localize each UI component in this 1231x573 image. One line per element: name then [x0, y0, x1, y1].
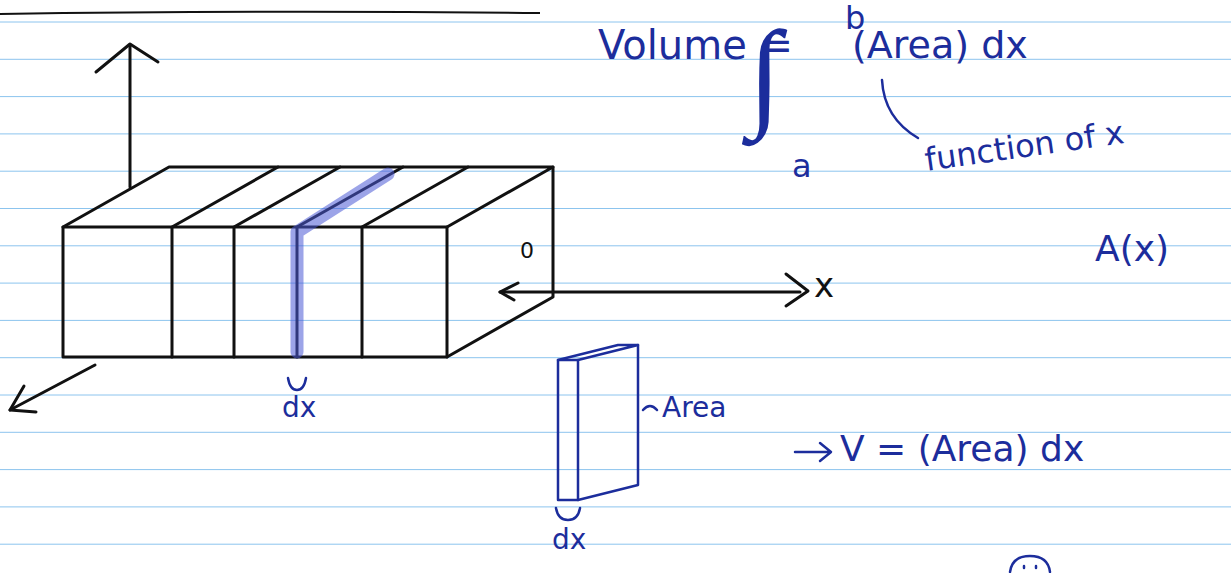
formula-text: V = (Area) dx [840, 428, 1084, 469]
axis-arrowhead [786, 274, 808, 306]
ruled-line [0, 245, 1231, 246]
doodle [1024, 566, 1036, 568]
slice-line [234, 167, 340, 357]
function-name: A(x) [1095, 228, 1169, 269]
axis-arrowhead [10, 386, 36, 412]
leader-line [643, 406, 657, 410]
slice-line [362, 167, 468, 357]
ruled-line [0, 171, 1231, 172]
ruled-line [0, 395, 1231, 396]
integrand: (Area) dx [852, 24, 1028, 68]
axis-arrowhead [96, 44, 158, 72]
ruled-line [0, 544, 1231, 545]
note-text: function of x [922, 114, 1126, 178]
slab-top [558, 345, 638, 360]
doodle [1010, 556, 1050, 572]
solid-right-face [447, 167, 553, 357]
origin-label: 0 [520, 238, 534, 263]
ruled-line [0, 208, 1231, 209]
axis-arrowhead [500, 283, 518, 300]
axis-label: x [814, 266, 834, 305]
width-label: dx [282, 392, 316, 424]
slab-front [558, 360, 578, 500]
width-bracket [556, 508, 580, 520]
area-label: Area [662, 392, 726, 424]
implies-arrow [795, 443, 831, 461]
slice-line [172, 167, 278, 357]
solid-front-face [63, 227, 447, 357]
pointer-curve [882, 80, 918, 138]
x-axis [500, 291, 800, 294]
ruled-lines [0, 22, 1231, 544]
lower-limit: a [792, 148, 812, 185]
ruled-line [0, 96, 1231, 97]
integral-sign: ∫ [748, 14, 781, 134]
slab-face [578, 345, 638, 500]
width-bracket [288, 378, 306, 390]
ruled-line [0, 506, 1231, 507]
ruled-line [0, 469, 1231, 470]
width-label: dx [552, 524, 586, 556]
highlighted-slice [297, 174, 388, 352]
slice-line [297, 167, 403, 357]
ruled-line [0, 283, 1231, 284]
ruled-line [0, 320, 1231, 321]
y-axis [129, 46, 132, 187]
top-line [0, 12, 540, 14]
